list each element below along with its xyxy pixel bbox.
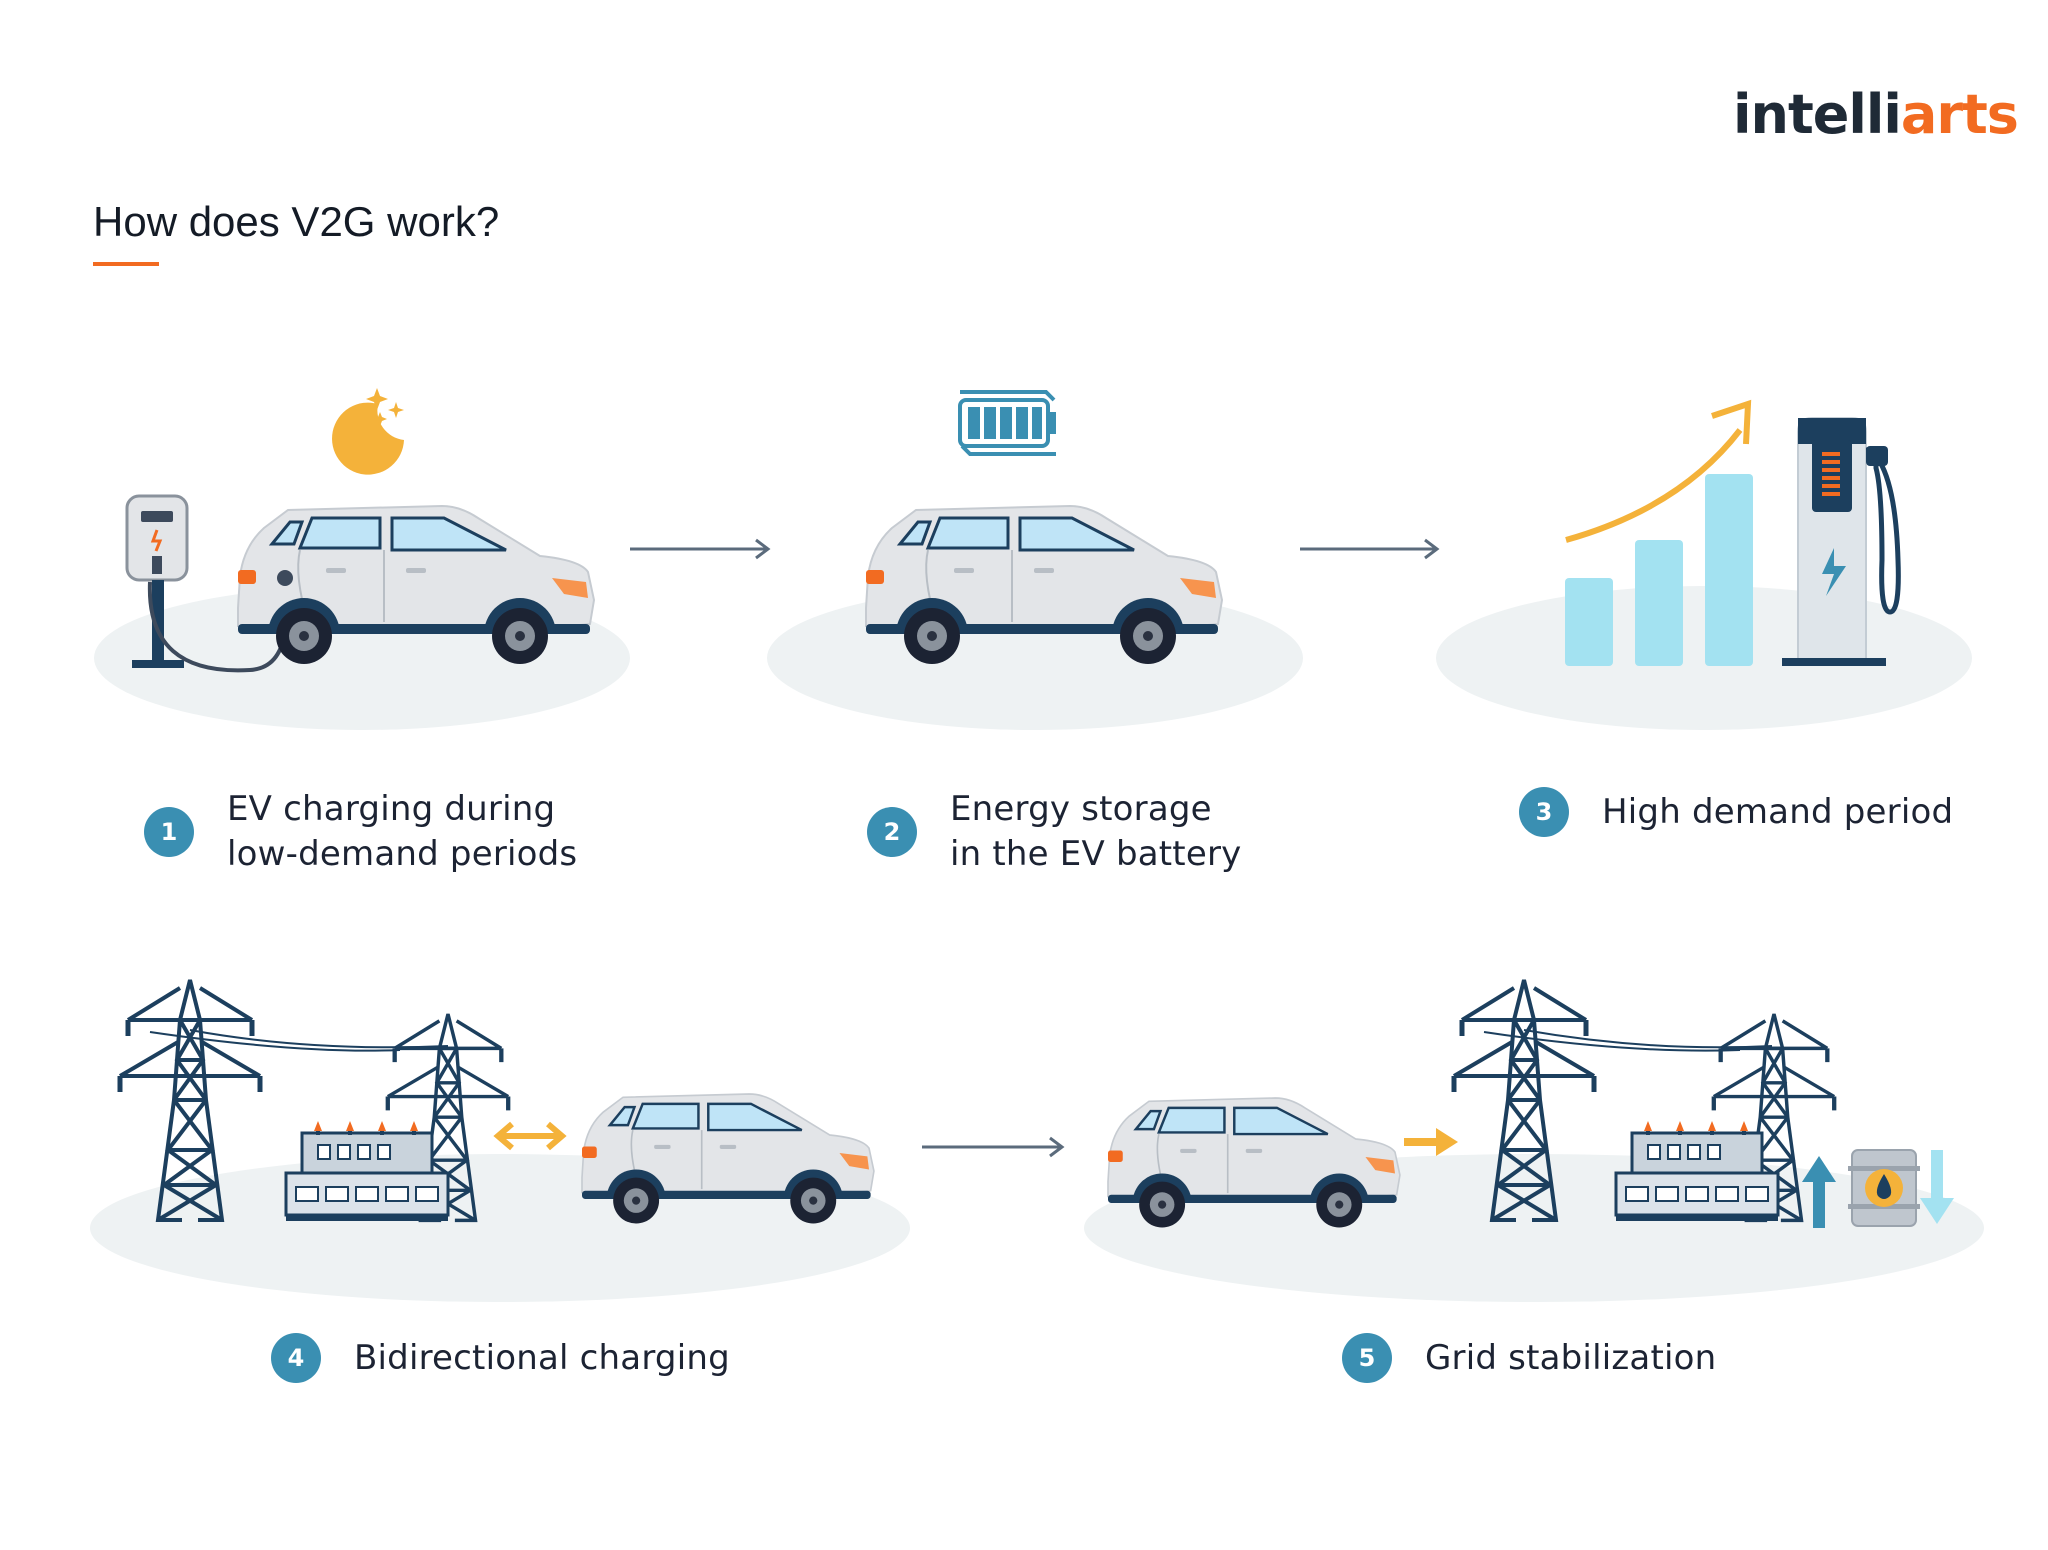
step-label: Bidirectional charging <box>354 1336 730 1381</box>
step-label: Grid stabilization <box>1425 1336 1716 1381</box>
double-arrow-icon <box>493 1121 567 1151</box>
step-label-line: High demand period <box>1602 791 1954 832</box>
demand-bars <box>1565 474 1753 666</box>
right-arrow-icon <box>1404 1128 1458 1156</box>
flow-arrow-1-2 <box>630 538 771 560</box>
step-label-line: low-demand periods <box>227 834 578 874</box>
title-underline <box>93 262 159 266</box>
step-label: Energy storage in the EV battery <box>950 787 1241 877</box>
battery-icon <box>958 390 1056 456</box>
flow-arrow-2-3 <box>1300 538 1440 560</box>
step-label-line: in the EV battery <box>950 834 1242 874</box>
moon-icon <box>332 388 404 475</box>
charging-port <box>277 570 293 586</box>
logo-part-b: arts <box>1900 83 2019 146</box>
step-label: High demand period <box>1602 790 1953 835</box>
step-badge: 2 <box>867 807 917 857</box>
step-3: 3 High demand period <box>1519 787 1953 837</box>
step-badge: 1 <box>144 807 194 857</box>
step-label-line: Grid stabilization <box>1425 1337 1717 1378</box>
arrow-up-icon <box>1802 1156 1836 1228</box>
lightning-icon <box>1822 548 1846 596</box>
step-label-line: Energy storage <box>950 789 1212 829</box>
step-5: 5 Grid stabilization <box>1342 1333 1716 1383</box>
step-2: 2 Energy storage in the EV battery <box>867 787 1241 877</box>
fuel-barrel-icon <box>1848 1149 1920 1227</box>
flow-arrow-4-5 <box>922 1136 1065 1158</box>
factory-scene-4 <box>284 1119 450 1223</box>
page-title: How does V2G work? <box>93 198 500 245</box>
step-label: EV charging during low-demand periods <box>227 787 577 877</box>
logo-part-a: intelli <box>1733 83 1902 146</box>
step-4: 4 Bidirectional charging <box>271 1333 730 1383</box>
trend-arrow-icon <box>1565 399 1752 543</box>
step-badge: 3 <box>1519 787 1569 837</box>
ground-scene-3 <box>1436 586 1972 730</box>
step-badge: 4 <box>271 1333 321 1383</box>
step-1: 1 EV charging during low-demand periods <box>144 787 577 877</box>
step-badge: 5 <box>1342 1333 1392 1383</box>
arrow-down-icon <box>1920 1150 1954 1224</box>
step-label-line: Bidirectional charging <box>354 1337 730 1378</box>
brand-logo: intelliarts <box>1733 88 2019 142</box>
factory-scene-5 <box>1614 1119 1780 1223</box>
charging-pump-icon <box>1782 417 1901 666</box>
step-label-line: EV charging during <box>227 789 556 829</box>
